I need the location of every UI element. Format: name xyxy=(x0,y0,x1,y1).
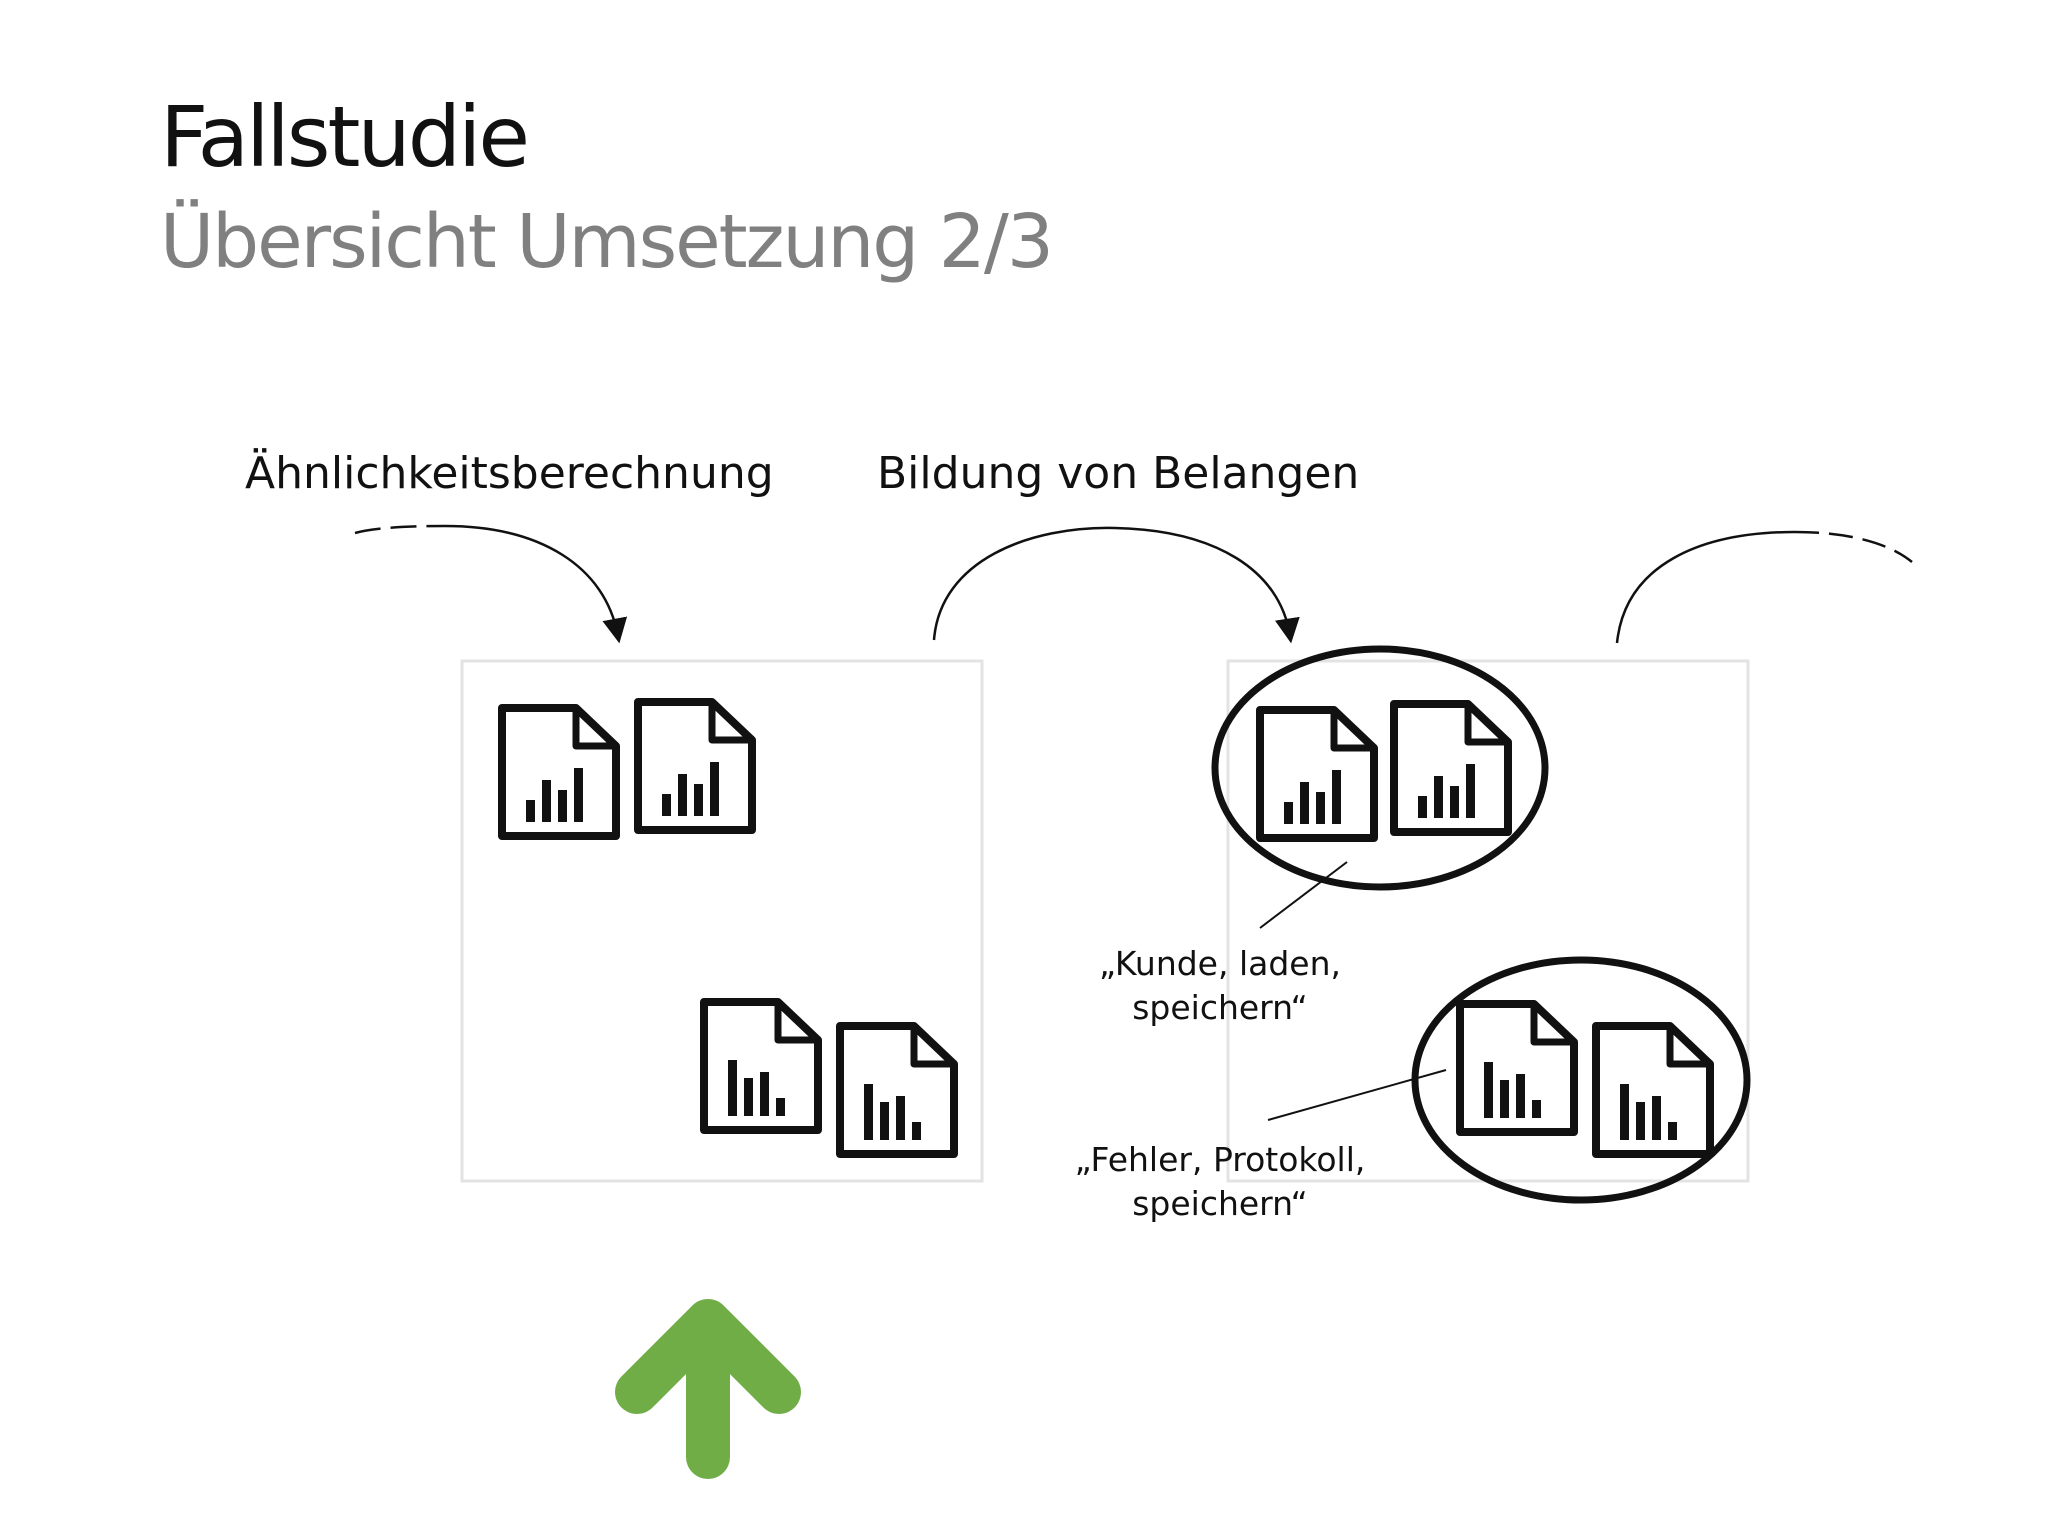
cluster-1-leader-line xyxy=(1259,861,1348,929)
panel-similarity-result xyxy=(460,659,984,1183)
step-label-concern-formation: Bildung von Belangen xyxy=(877,448,1360,499)
flow-arrow-outgoing xyxy=(1615,530,1796,644)
document-chart-icon xyxy=(1596,1026,1710,1154)
step-label-similarity: Ähnlichkeitsberechnung xyxy=(245,448,774,499)
slide-title: Fallstudie xyxy=(160,88,530,186)
document-chart-icon xyxy=(1460,1004,1574,1132)
cluster-2-leader-line xyxy=(1267,1069,1447,1121)
flow-arrow-concern-formation xyxy=(932,526,1300,644)
cluster-2-caption-line-1: „Fehler, Protokoll, xyxy=(1074,1140,1366,1179)
cluster-ellipse-2 xyxy=(1411,956,1751,1204)
cluster-2-caption: „Fehler, Protokoll, speichern“ xyxy=(1045,1138,1395,1225)
document-chart-icon xyxy=(502,708,616,836)
cluster-2-caption-line-2: speichern“ xyxy=(1132,1183,1308,1223)
flow-arrow-outgoing-dashed xyxy=(1794,530,1913,563)
document-chart-icon xyxy=(1394,704,1508,832)
slide-subtitle: Übersicht Umsetzung 2/3 xyxy=(160,199,1054,285)
document-chart-icon xyxy=(704,1002,818,1130)
document-chart-icon xyxy=(1260,710,1374,838)
arrow-up-icon xyxy=(615,1299,801,1479)
document-chart-icon xyxy=(840,1026,954,1154)
cluster-ellipse-1 xyxy=(1211,645,1549,891)
cluster-1-caption: „Kunde, laden, speichern“ xyxy=(1080,942,1360,1029)
document-chart-icon xyxy=(638,702,752,830)
flow-arrow-incoming-dashed xyxy=(354,524,446,535)
flow-arrow-similarity xyxy=(444,524,628,644)
cluster-1-caption-line-1: „Kunde, laden, xyxy=(1098,944,1342,983)
cluster-1-caption-line-2: speichern“ xyxy=(1132,987,1308,1027)
